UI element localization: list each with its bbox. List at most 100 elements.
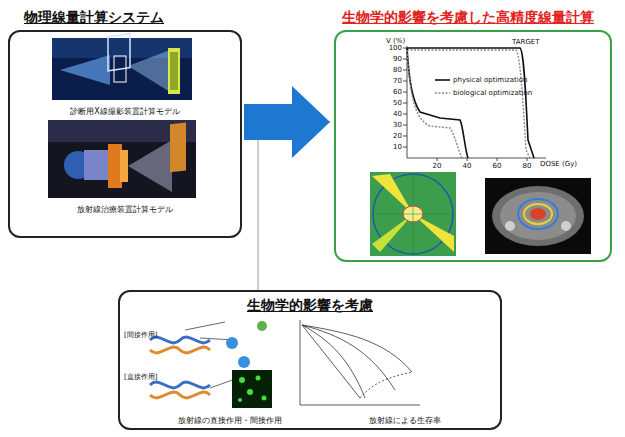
illustration-part bbox=[302, 325, 360, 398]
illustration-part bbox=[561, 221, 571, 231]
illustration-part bbox=[226, 337, 238, 349]
tick-label: 40 bbox=[393, 110, 402, 118]
illustration-part bbox=[437, 158, 438, 161]
tick-label: 20 bbox=[433, 162, 442, 170]
dvh-curves bbox=[407, 48, 534, 158]
illustration-part bbox=[492, 186, 584, 246]
illustration-part bbox=[108, 34, 130, 71]
panel-box: 生物学的影響を考慮した高精度線量計算 bbox=[334, 30, 612, 262]
illustration-part bbox=[114, 56, 126, 82]
block-arrow bbox=[244, 86, 330, 158]
illustration-part bbox=[170, 122, 186, 172]
illustration-part bbox=[262, 396, 267, 401]
illustration-part bbox=[403, 136, 407, 137]
illustration-part bbox=[256, 376, 261, 381]
illustration-part bbox=[518, 199, 558, 229]
therapy-model-picture bbox=[48, 120, 196, 198]
picture-caption: 放射線治療装置計算モデル bbox=[10, 204, 240, 215]
illustration-part bbox=[302, 325, 412, 372]
axis-title: TARGET bbox=[512, 38, 540, 46]
illustration-part bbox=[150, 392, 210, 398]
illustration-part bbox=[403, 147, 407, 148]
tick-label: 60 bbox=[393, 88, 402, 96]
illustration-part bbox=[108, 144, 122, 188]
xray-model-picture bbox=[52, 34, 192, 100]
illustration-part bbox=[407, 48, 534, 158]
legend-text: physical optimization bbox=[453, 76, 527, 84]
figure-label: [間接作用] bbox=[124, 330, 157, 340]
illustration-part bbox=[257, 321, 267, 331]
tick-label: 20 bbox=[393, 132, 402, 140]
illustration-part bbox=[403, 70, 407, 71]
illustration-part bbox=[150, 347, 210, 353]
illustration-part bbox=[239, 377, 245, 383]
tick-label: 60 bbox=[493, 162, 502, 170]
dvh-chart-frame bbox=[403, 46, 546, 161]
illustration-part bbox=[150, 382, 210, 388]
illustration-part bbox=[413, 174, 414, 254]
tick-label: 30 bbox=[393, 121, 402, 129]
picture-caption: 診断用X線撮影装置計算モデル bbox=[10, 106, 240, 117]
illustration-part bbox=[527, 158, 528, 161]
illustration-part bbox=[485, 178, 591, 254]
illustration-part bbox=[403, 103, 407, 104]
illustration-part bbox=[170, 52, 178, 90]
tick-label: 100 bbox=[389, 44, 402, 52]
tick-label: 80 bbox=[393, 66, 402, 74]
illustration-part bbox=[128, 50, 170, 92]
panel-heading: 生物学的影響を考慮した高精度線量計算 bbox=[342, 9, 594, 27]
illustration-part bbox=[300, 320, 301, 405]
tick-label: 80 bbox=[523, 162, 532, 170]
illustration-part bbox=[435, 92, 450, 93]
tick-label: 10 bbox=[393, 143, 402, 151]
illustration-part bbox=[403, 92, 407, 93]
illustration-part bbox=[407, 48, 468, 158]
illustration-part bbox=[407, 50, 530, 158]
figure-label: [直接作用] bbox=[124, 372, 157, 382]
illustration-part bbox=[370, 172, 456, 256]
fluorescence-picture bbox=[232, 370, 272, 408]
illustration-part bbox=[505, 221, 515, 231]
illustration-part bbox=[247, 389, 253, 395]
picture-caption: 放射線の直接作用・間接作用 bbox=[140, 415, 320, 426]
illustration-part bbox=[403, 59, 407, 60]
survival-chart-picture bbox=[300, 320, 420, 405]
illustration-part bbox=[407, 50, 462, 158]
panel-heading: 生物学的影響を考慮 bbox=[120, 297, 500, 315]
illustration-part bbox=[467, 158, 468, 161]
panel-box: 生物学的影響を考慮放射線の直接作用・間接作用放射線による生存率 bbox=[118, 290, 502, 430]
illustration-part bbox=[360, 372, 412, 398]
tick-label: 90 bbox=[393, 55, 402, 63]
illustration-part bbox=[60, 55, 110, 85]
axis-title: DOSE (Gy) bbox=[540, 160, 577, 168]
illustration-part bbox=[403, 81, 407, 82]
tick-label: 70 bbox=[393, 77, 402, 85]
illustration-part bbox=[185, 322, 225, 330]
panel-box: 物理線量計算システム診断用X線撮影装置計算モデル放射線治療装置計算モデル bbox=[8, 30, 242, 238]
illustration-part bbox=[530, 208, 546, 220]
dose-map-picture bbox=[370, 172, 456, 256]
tick-label: 40 bbox=[463, 162, 472, 170]
illustration-part bbox=[128, 140, 172, 192]
illustration-part bbox=[168, 48, 180, 94]
axis-title: V (%) bbox=[386, 37, 405, 45]
illustration-part bbox=[238, 398, 242, 402]
illustration-part bbox=[407, 158, 546, 159]
illustration-part bbox=[497, 158, 498, 161]
illustration-part bbox=[403, 125, 407, 126]
illustration-part bbox=[120, 150, 128, 182]
illustration-part bbox=[300, 405, 420, 406]
tick-label: 50 bbox=[393, 99, 402, 107]
illustration-part bbox=[48, 120, 196, 198]
illustration-part bbox=[232, 370, 272, 408]
illustration-part bbox=[373, 174, 453, 254]
illustration-part bbox=[238, 356, 250, 368]
panel-heading: 物理線量計算システム bbox=[24, 9, 164, 27]
illustration-part bbox=[84, 150, 110, 180]
legend-text: biological optimization bbox=[453, 89, 532, 97]
illustration-part bbox=[403, 114, 407, 115]
picture-caption: 放射線による生存率 bbox=[320, 415, 490, 426]
illustration-part bbox=[524, 204, 552, 224]
illustration-part bbox=[500, 192, 576, 240]
illustration-part bbox=[435, 79, 450, 81]
